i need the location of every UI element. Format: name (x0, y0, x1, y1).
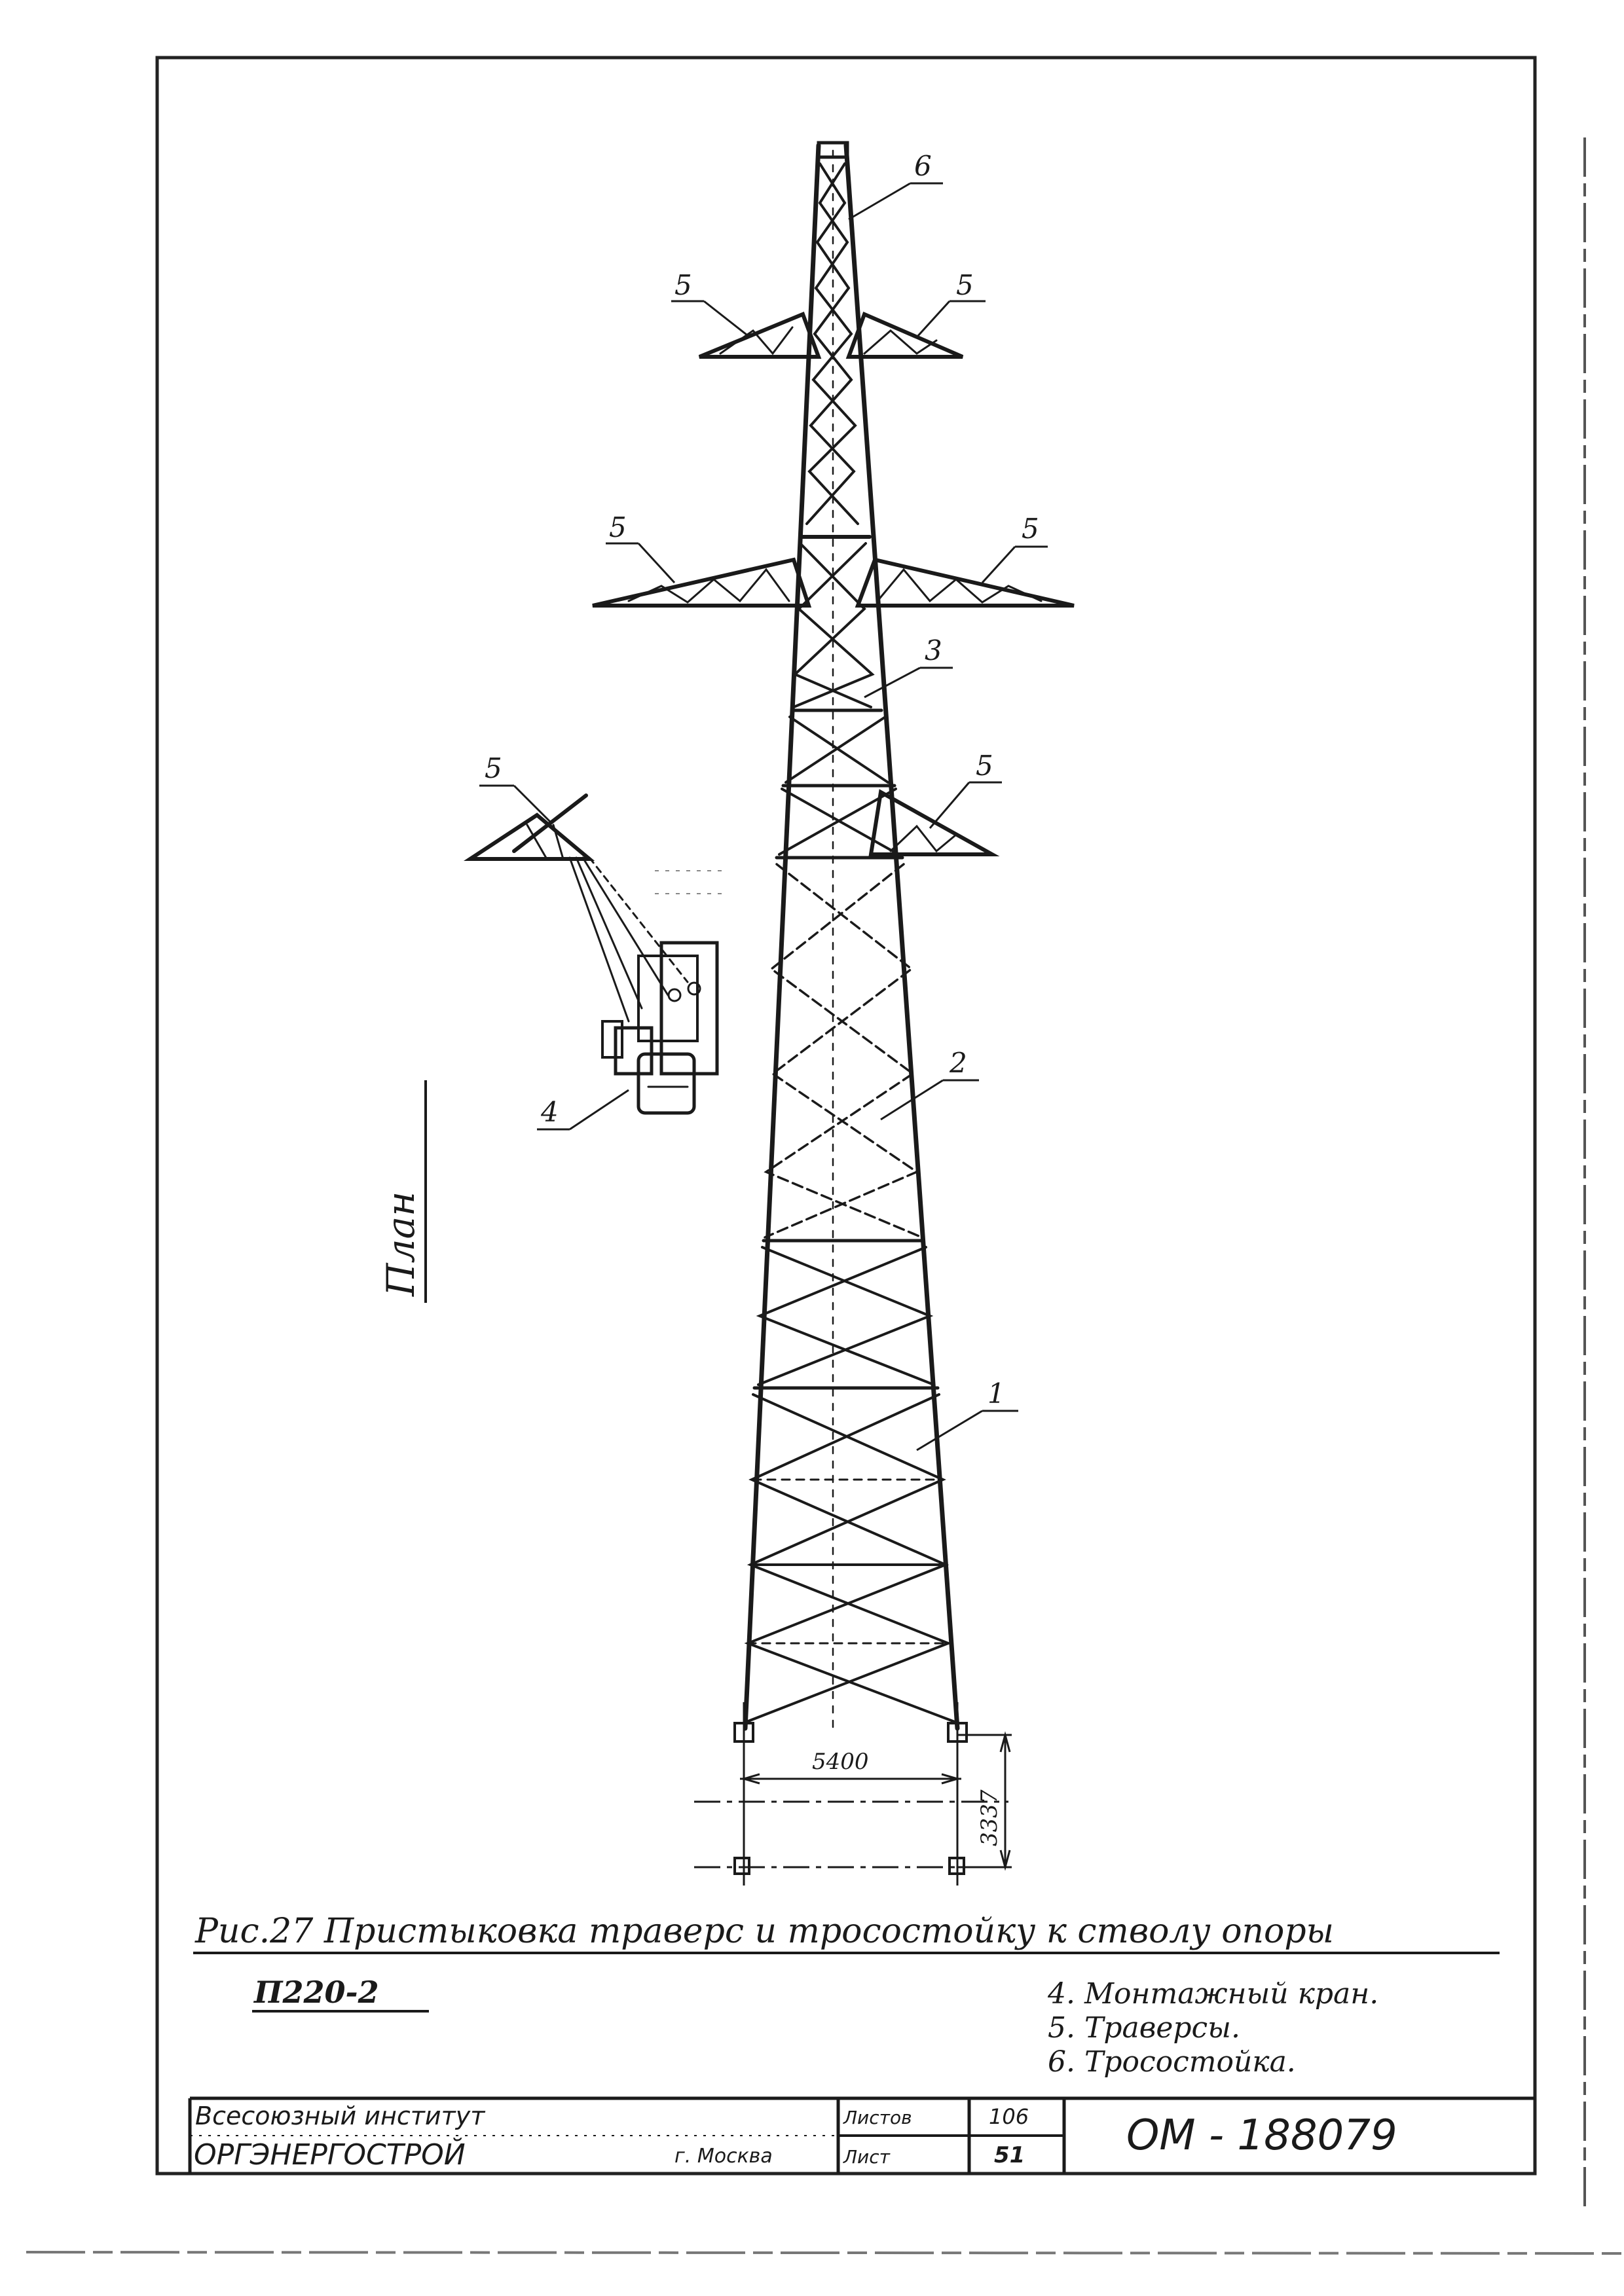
label-5-middle-right: 5 (1022, 513, 1039, 545)
leaders (424, 182, 1048, 1451)
tower-type: П220-2 (254, 1975, 379, 2010)
label-6: 6 (914, 150, 932, 182)
scan-bottom-line (26, 2251, 1624, 2255)
plan-label: План (378, 1192, 423, 1297)
dimension-base-width: 5400 (812, 1749, 869, 1775)
sheet-label: Лист (843, 2146, 890, 2168)
sheet-frame (155, 56, 1537, 2176)
title-block-grid (188, 2096, 1535, 2174)
label-5-upper-right: 5 (956, 269, 974, 301)
sheets-label: Листов (843, 2107, 912, 2128)
dimension-offset: 3337 (976, 1789, 1003, 1846)
caption-rules (193, 1952, 1500, 2013)
footings (733, 1722, 968, 1875)
label-5-upper-left: 5 (674, 269, 692, 301)
legend-item-crossarms: 5. Траверсы. (1048, 2011, 1240, 2045)
legend-item-crane: 4. Монтажный кран. (1048, 1977, 1379, 2011)
legend: 4. Монтажный кран. 5. Траверсы. 6. Тросо… (1048, 1977, 1378, 2079)
document-number: ОМ - 188079 (1126, 2111, 1397, 2160)
sheet-value: 51 (994, 2142, 1025, 2168)
label-1: 1 (987, 1377, 1005, 1410)
org-name-line1: Всесоюзный институт (195, 2102, 485, 2130)
label-5-middle-left: 5 (609, 511, 627, 543)
label-3: 3 (925, 634, 942, 666)
org-city: г. Москва (674, 2145, 773, 2168)
org-name-line2: ОРГЭНЕРГОСТРОЙ (194, 2138, 466, 2172)
dimension-lines (694, 1702, 1012, 1886)
sheets-value: 106 (989, 2104, 1029, 2129)
crossarms (463, 311, 1075, 861)
label-5-lower-right: 5 (976, 750, 993, 782)
label-4: 4 (540, 1096, 559, 1128)
label-2: 2 (949, 1047, 967, 1079)
legend-item-cable-post: 6. Тросостойка. (1048, 2045, 1296, 2079)
tower-body (743, 141, 960, 1731)
faint-marks (655, 870, 727, 894)
crane (568, 856, 719, 1115)
label-5-crane: 5 (485, 752, 502, 784)
figure-caption: Рис.27 Пристыковка траверс и тросостойку… (195, 1912, 1334, 1951)
